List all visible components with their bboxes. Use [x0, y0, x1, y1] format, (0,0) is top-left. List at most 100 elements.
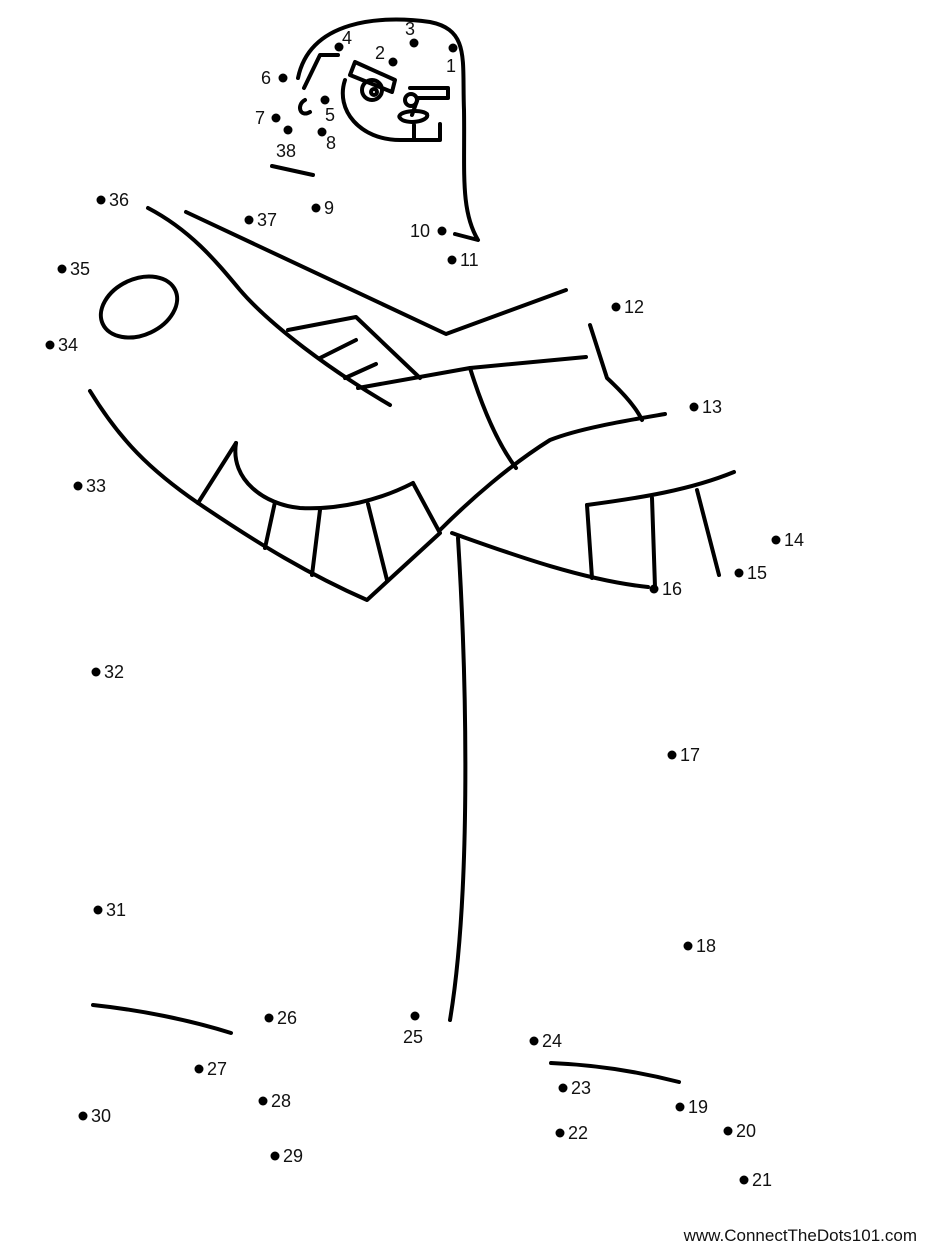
dot-10[interactable]: 10 — [410, 221, 447, 241]
dot-number: 22 — [568, 1123, 588, 1143]
dot-12[interactable]: 12 — [611, 297, 645, 317]
dot-36[interactable]: 36 — [96, 190, 130, 210]
dot-number: 30 — [91, 1106, 111, 1126]
dot-marker[interactable] — [410, 1011, 420, 1021]
dot-29[interactable]: 29 — [270, 1146, 304, 1166]
dot-marker[interactable] — [529, 1036, 539, 1046]
dot-number: 15 — [747, 563, 767, 583]
dot-marker[interactable] — [96, 195, 106, 205]
dot-22[interactable]: 22 — [555, 1123, 589, 1143]
dot-marker[interactable] — [555, 1128, 565, 1138]
dot-16[interactable]: 16 — [649, 579, 683, 599]
dot-28[interactable]: 28 — [258, 1091, 292, 1111]
dot-marker[interactable] — [194, 1064, 204, 1074]
dot-number: 2 — [375, 43, 385, 63]
dot-24[interactable]: 24 — [529, 1031, 563, 1051]
dot-marker[interactable] — [448, 43, 458, 53]
dot-marker[interactable] — [447, 255, 457, 265]
head-outline — [296, 17, 480, 242]
dot-1[interactable]: 1 — [446, 43, 458, 77]
dot-marker[interactable] — [264, 1013, 274, 1023]
dot-number: 24 — [542, 1031, 562, 1051]
dot-number: 17 — [680, 745, 700, 765]
dot-number: 3 — [405, 19, 415, 39]
dot-35[interactable]: 35 — [57, 259, 91, 279]
dot-20[interactable]: 20 — [723, 1121, 757, 1141]
dot-number: 29 — [283, 1146, 303, 1166]
dot-14[interactable]: 14 — [771, 530, 805, 550]
dot-number: 28 — [271, 1091, 291, 1111]
dot-3[interactable]: 3 — [405, 19, 419, 48]
dot-15[interactable]: 15 — [734, 563, 768, 583]
dot-number: 33 — [86, 476, 106, 496]
dot-number: 26 — [277, 1008, 297, 1028]
dot-6[interactable]: 6 — [261, 68, 288, 88]
dot-23[interactable]: 23 — [558, 1078, 592, 1098]
dot-marker[interactable] — [73, 481, 83, 491]
dot-marker[interactable] — [311, 203, 321, 213]
dot-26[interactable]: 26 — [264, 1008, 298, 1028]
dot-marker[interactable] — [388, 57, 398, 67]
dot-marker[interactable] — [675, 1102, 685, 1112]
dot-30[interactable]: 30 — [78, 1106, 112, 1126]
dot-5[interactable]: 5 — [320, 95, 336, 126]
dot-11[interactable]: 11 — [447, 250, 479, 270]
dot-marker[interactable] — [244, 215, 254, 225]
dot-marker[interactable] — [258, 1096, 268, 1106]
dot-number: 5 — [325, 105, 335, 125]
dot-marker[interactable] — [45, 340, 55, 350]
dot-21[interactable]: 21 — [739, 1170, 773, 1190]
dot-marker[interactable] — [558, 1083, 568, 1093]
dot-4[interactable]: 4 — [334, 28, 353, 52]
dot-number: 7 — [255, 108, 265, 128]
dot-9[interactable]: 9 — [311, 198, 335, 218]
dot-number: 13 — [702, 397, 722, 417]
dot-marker[interactable] — [437, 226, 447, 236]
dot-number: 32 — [104, 662, 124, 682]
dot-marker[interactable] — [734, 568, 744, 578]
dot-marker[interactable] — [57, 264, 67, 274]
dot-number: 4 — [342, 28, 352, 48]
dot-marker[interactable] — [283, 125, 293, 135]
dot-34[interactable]: 34 — [45, 335, 79, 355]
dot-13[interactable]: 13 — [689, 397, 723, 417]
website-credit[interactable]: www.ConnectTheDots101.com — [683, 1226, 917, 1245]
dot-18[interactable]: 18 — [683, 936, 717, 956]
dot-marker[interactable] — [739, 1175, 749, 1185]
dot-marker[interactable] — [317, 127, 327, 137]
dot-7[interactable]: 7 — [255, 108, 281, 128]
dot-marker[interactable] — [334, 42, 344, 52]
dot-marker[interactable] — [278, 73, 288, 83]
dot-marker[interactable] — [320, 95, 330, 105]
dot-marker[interactable] — [78, 1111, 88, 1121]
dot-32[interactable]: 32 — [91, 662, 125, 682]
dot-number: 21 — [752, 1170, 772, 1190]
dot-marker[interactable] — [271, 113, 281, 123]
dot-marker[interactable] — [667, 750, 677, 760]
dot-marker[interactable] — [409, 38, 419, 48]
dot-2[interactable]: 2 — [375, 43, 398, 67]
dot-number: 18 — [696, 936, 716, 956]
dot-marker[interactable] — [91, 667, 101, 677]
dot-number: 38 — [276, 141, 296, 161]
dot-25[interactable]: 25 — [403, 1011, 423, 1048]
dot-marker[interactable] — [93, 905, 103, 915]
dot-number: 9 — [324, 198, 334, 218]
dot-marker[interactable] — [683, 941, 693, 951]
dot-38[interactable]: 38 — [276, 125, 296, 162]
dot-33[interactable]: 33 — [73, 476, 107, 496]
dot-17[interactable]: 17 — [667, 745, 701, 765]
dot-37[interactable]: 37 — [244, 210, 278, 230]
dot-marker[interactable] — [723, 1126, 733, 1136]
dot-27[interactable]: 27 — [194, 1059, 228, 1079]
dot-marker[interactable] — [771, 535, 781, 545]
dot-marker[interactable] — [689, 402, 699, 412]
dot-31[interactable]: 31 — [93, 900, 127, 920]
dot-marker[interactable] — [649, 584, 659, 594]
dot-8[interactable]: 8 — [317, 127, 337, 154]
dot-marker[interactable] — [270, 1151, 280, 1161]
dot-19[interactable]: 19 — [675, 1097, 709, 1117]
dot-number: 11 — [460, 250, 479, 270]
dot-marker[interactable] — [611, 302, 621, 312]
